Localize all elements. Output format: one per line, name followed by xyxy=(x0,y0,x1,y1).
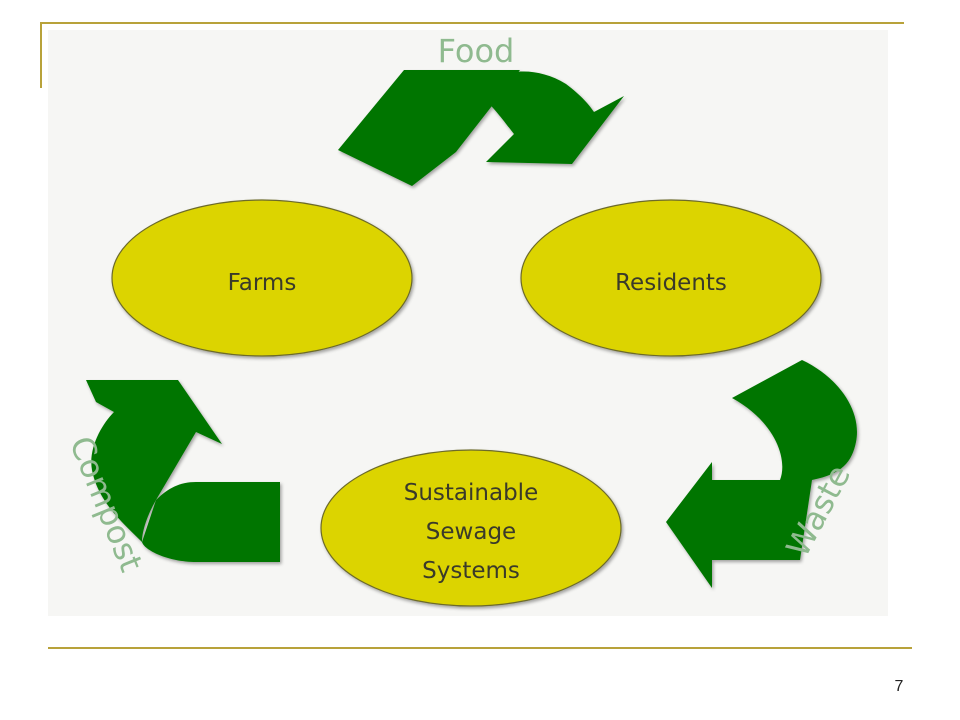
compost-arrow-icon xyxy=(86,380,280,562)
food-arrow-head xyxy=(478,71,624,164)
node-sewage-label-line3: Systems xyxy=(422,558,520,584)
compost-arrow-tail xyxy=(142,482,280,562)
node-sewage: Sustainable Sewage Systems xyxy=(320,449,622,607)
food-arrow-icon xyxy=(338,70,624,186)
node-farms: Farms xyxy=(111,199,413,357)
page-number: 7 xyxy=(894,678,904,695)
bottom-rule xyxy=(48,647,912,649)
flow-label-food: Food xyxy=(438,32,515,70)
node-residents: Residents xyxy=(520,199,822,357)
node-sewage-label-line1: Sustainable xyxy=(404,480,538,506)
left-rule xyxy=(40,22,42,88)
waste-arrow-tail xyxy=(732,360,857,480)
waste-arrow-icon xyxy=(666,360,857,588)
compost-arrow-head xyxy=(86,380,222,542)
node-farms-label: Farms xyxy=(228,270,297,296)
food-arrow-tail xyxy=(338,70,520,186)
node-sewage-label-line2: Sewage xyxy=(426,519,516,545)
node-residents-label: Residents xyxy=(615,270,727,296)
top-rule xyxy=(40,22,904,24)
waste-arrow-head xyxy=(666,462,812,588)
